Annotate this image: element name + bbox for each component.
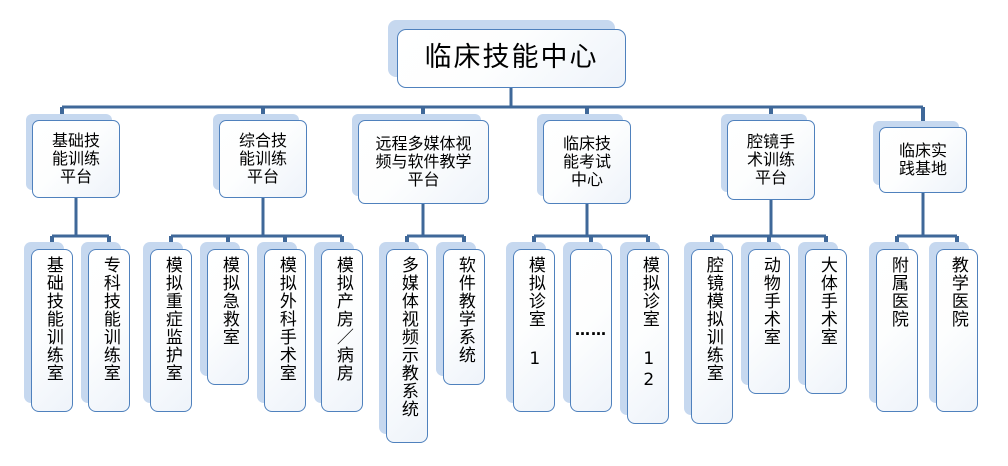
node-label: 模拟产房／病房 (332, 256, 353, 382)
level2-node-2[interactable]: 综合技能训练平台 (219, 120, 307, 198)
node-label: 模拟诊室 12 (638, 256, 659, 391)
node-label: 软件教学系统 (454, 256, 475, 364)
node-label: 专科技能训练室 (99, 256, 120, 382)
node-label: 基础技能训练平台 (51, 131, 100, 186)
node-label: 多媒体视频示教系统 (397, 256, 418, 418)
level3-node-16[interactable]: 教学医院 (936, 249, 978, 412)
level3-node-8[interactable]: 软件教学系统 (443, 249, 485, 385)
level3-node-11[interactable]: 模拟诊室 12 (627, 249, 669, 424)
level2-node-4[interactable]: 临床技能考试中心 (543, 120, 631, 204)
node-label: 基础技能训练室 (42, 256, 63, 382)
node-label: 模拟重症监护室 (161, 256, 182, 382)
node-label: 教学医院 (947, 256, 968, 328)
level3-node-4[interactable]: 模拟急救室 (207, 249, 249, 385)
node-label: 模拟急救室 (218, 256, 239, 346)
level2-node-5[interactable]: 腔镜手术训练平台 (727, 120, 815, 200)
level3-node-14[interactable]: 大体手术室 (805, 249, 847, 394)
level3-node-5[interactable]: 模拟外科手术室 (264, 249, 306, 412)
level3-node-15[interactable]: 附属医院 (876, 249, 918, 412)
level3-node-3[interactable]: 模拟重症监护室 (150, 249, 192, 412)
level3-node-6[interactable]: 模拟产房／病房 (321, 249, 363, 412)
level3-node-13[interactable]: 动物手术室 (748, 249, 790, 394)
node-label: 腔镜模拟训练室 (702, 256, 723, 382)
node-label: 远程多媒体视频与软件教学平台 (375, 134, 472, 189)
level2-node-6[interactable]: 临床实践基地 (879, 127, 967, 193)
node-label: 动物手术室 (759, 256, 780, 346)
node-label: 模拟诊室 1 (524, 256, 545, 370)
node-label: 综合技能训练平台 (238, 131, 287, 186)
node-label: …… (575, 320, 607, 339)
level3-node-2[interactable]: 专科技能训练室 (88, 249, 130, 412)
level2-node-3[interactable]: 远程多媒体视频与软件教学平台 (358, 120, 489, 204)
node-label: 附属医院 (887, 256, 908, 328)
node-label: 腔镜手术训练平台 (746, 132, 795, 187)
node-label: 大体手术室 (816, 256, 837, 346)
node-label: 临床技能中心 (424, 42, 599, 74)
level3-node-12[interactable]: 腔镜模拟训练室 (691, 249, 733, 424)
level2-node-1[interactable]: 基础技能训练平台 (32, 120, 120, 198)
level3-node-9[interactable]: 模拟诊室 1 (513, 249, 555, 412)
node-label: 临床实践基地 (898, 141, 947, 178)
level3-node-10[interactable]: …… (570, 249, 612, 412)
root-node-clinical-skills-center[interactable]: 临床技能中心 (397, 29, 626, 88)
level3-node-1[interactable]: 基础技能训练室 (31, 249, 73, 412)
node-label: 临床技能考试中心 (562, 134, 611, 189)
level3-node-7[interactable]: 多媒体视频示教系统 (386, 249, 428, 443)
node-label: 模拟外科手术室 (275, 256, 296, 382)
